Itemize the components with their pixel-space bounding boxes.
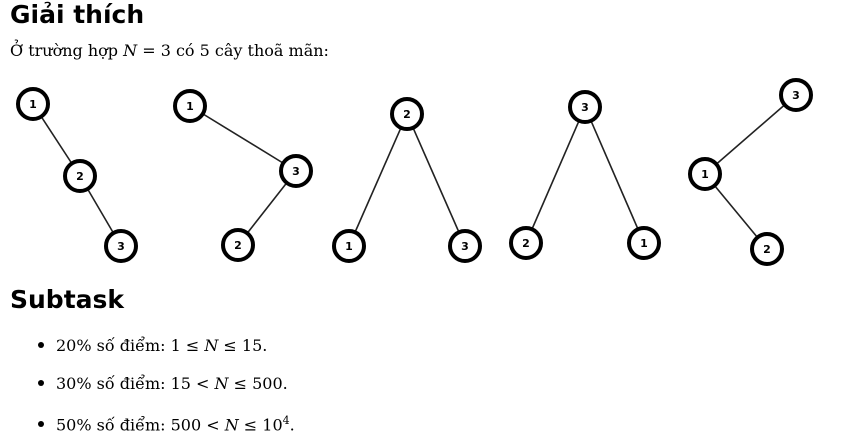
tree-2-node-2: 2: [221, 228, 255, 262]
tree-1-node-1: 1: [16, 87, 50, 121]
subtask-item-3: 50% số điểm: 500 < N ≤ 104.: [38, 411, 295, 435]
node-label: 1: [640, 237, 648, 250]
node-label: 2: [522, 237, 530, 250]
node-label: 1: [701, 168, 709, 181]
tree-5-node-1: 1: [688, 157, 722, 191]
node-label: 2: [234, 239, 242, 252]
subtask-item-2: 30% số điểm: 15 < N ≤ 500.: [38, 374, 288, 394]
tree-4-node-2: 2: [509, 226, 543, 260]
subtask-item-1: 20% số điểm: 1 ≤ N ≤ 15.: [38, 336, 267, 356]
tree-diagrams: 1 2 3 1 3 2 2 1 3 3 2 1 3 1 2: [16, 78, 813, 266]
node-label: 1: [29, 98, 37, 111]
bullet-icon: [38, 341, 44, 348]
explanation-intro: Ở trường hợp N = 3 có 5 cây thoã mãn:: [10, 41, 329, 60]
tree-3-node-1: 1: [332, 229, 366, 263]
tree-1-node-2: 2: [63, 159, 97, 193]
tree-4-node-3: 3: [568, 90, 602, 124]
bullet-icon: [38, 420, 44, 427]
tree-3: [348, 113, 466, 247]
node-label: 2: [76, 170, 84, 183]
node-label: 2: [403, 108, 411, 121]
node-label: 3: [117, 240, 125, 253]
bullet-icon: [38, 379, 44, 386]
node-label: 1: [345, 240, 353, 253]
explanation-heading: Giải thích: [10, 0, 145, 29]
tree-3-node-3: 3: [448, 229, 482, 263]
tree-2-node-1: 1: [173, 89, 207, 123]
tree-4-node-1: 1: [627, 226, 661, 260]
node-label: 3: [792, 89, 800, 102]
tree-5-node-3: 3: [779, 78, 813, 112]
node-label: 3: [461, 240, 469, 253]
tree-5-node-2: 2: [750, 232, 784, 266]
node-label: 1: [186, 100, 194, 113]
tree-3-node-2: 2: [390, 97, 424, 131]
tree-2-node-3: 3: [279, 154, 313, 188]
tree-4: [525, 106, 645, 244]
node-label: 3: [292, 165, 300, 178]
node-label: 2: [763, 243, 771, 256]
subtask-heading: Subtask: [10, 285, 125, 314]
node-label: 3: [581, 101, 589, 114]
tree-1-node-3: 3: [104, 229, 138, 263]
